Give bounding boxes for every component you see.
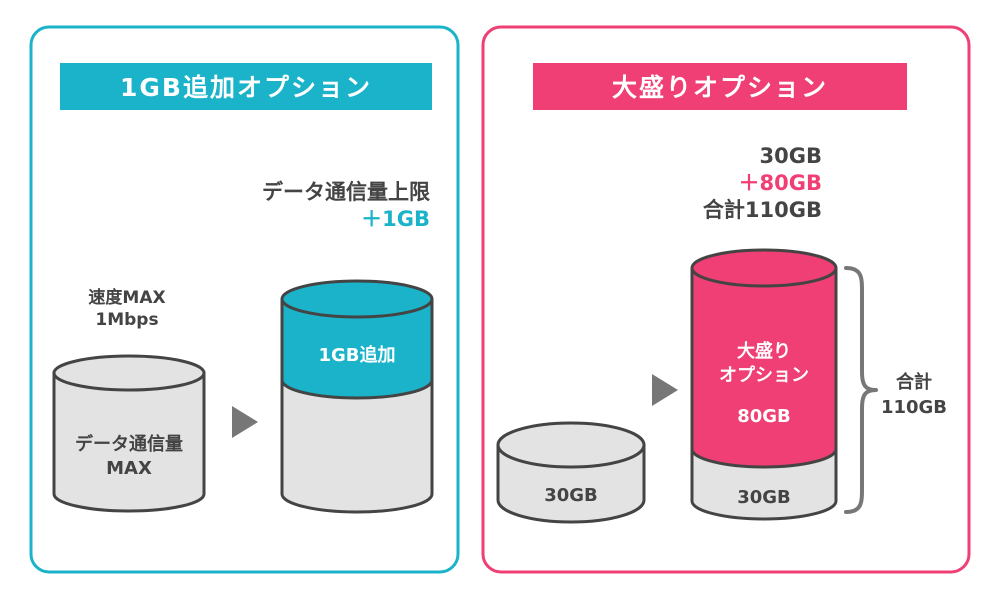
- base-cylinder-label-line2: MAX: [106, 458, 152, 479]
- summary-line2: ＋80GB: [739, 171, 822, 195]
- total-brace-icon: [844, 266, 878, 514]
- left-arrow-icon: [232, 406, 258, 438]
- base-cylinder-small: [496, 421, 646, 524]
- option-cylinder-divider: [690, 448, 838, 469]
- speed-label-line2: 1Mbps: [95, 310, 158, 330]
- base-cylinder-label-line1: データ通信量: [75, 433, 183, 455]
- option-cylinder-outline: [690, 268, 838, 521]
- left-panel: 1GB追加オプション 速度MAX 1Mbps データ通信量 MAX データ通信量…: [29, 25, 460, 574]
- option-cylinder-label-line2: オプション: [719, 364, 809, 386]
- limit-value: ＋1GB: [361, 207, 430, 231]
- left-title: 1GB追加オプション: [120, 73, 372, 102]
- base-cylinder-small-label: 30GB: [544, 485, 598, 506]
- added-cylinder-top: [280, 279, 434, 319]
- option-cylinder-pink: [692, 268, 836, 467]
- summary-line3: 合計110GB: [703, 198, 822, 222]
- right-arrow-icon: [652, 374, 678, 406]
- option-cylinder-label-line1: 大盛り: [737, 340, 791, 362]
- base-cylinder-top: [52, 354, 206, 392]
- added-cylinder-label: 1GB追加: [318, 344, 395, 366]
- option-cylinder-gray: [692, 449, 836, 519]
- right-title: 大盛りオプション: [612, 73, 828, 102]
- added-cylinder: [280, 279, 434, 514]
- base-cylinder: [52, 354, 206, 513]
- right-title-bar: [533, 63, 907, 110]
- option-cylinder: [690, 248, 838, 521]
- limit-label: データ通信量上限: [262, 180, 430, 204]
- left-title-bar: [60, 63, 432, 110]
- added-cylinder-divider: [280, 379, 434, 400]
- right-panel: 大盛りオプション 30GB ＋80GB 合計110GB 30GB 大盛り オプシ…: [481, 25, 971, 574]
- speed-label-line1: 速度MAX: [88, 287, 165, 308]
- total-label-line2: 110GB: [881, 397, 947, 418]
- added-cylinder-teal: [282, 299, 432, 398]
- summary-line1: 30GB: [760, 144, 822, 168]
- total-label-line1: 合計: [896, 371, 932, 393]
- option-cylinder-bottom-label: 30GB: [737, 487, 791, 508]
- base-cylinder-body: [52, 371, 206, 513]
- option-cylinder-top: [690, 248, 838, 288]
- base-cylinder-small-top: [496, 421, 646, 469]
- added-cylinder-outline: [280, 299, 434, 514]
- added-cylinder-gray: [282, 380, 432, 512]
- option-cylinder-value: 80GB: [737, 406, 791, 427]
